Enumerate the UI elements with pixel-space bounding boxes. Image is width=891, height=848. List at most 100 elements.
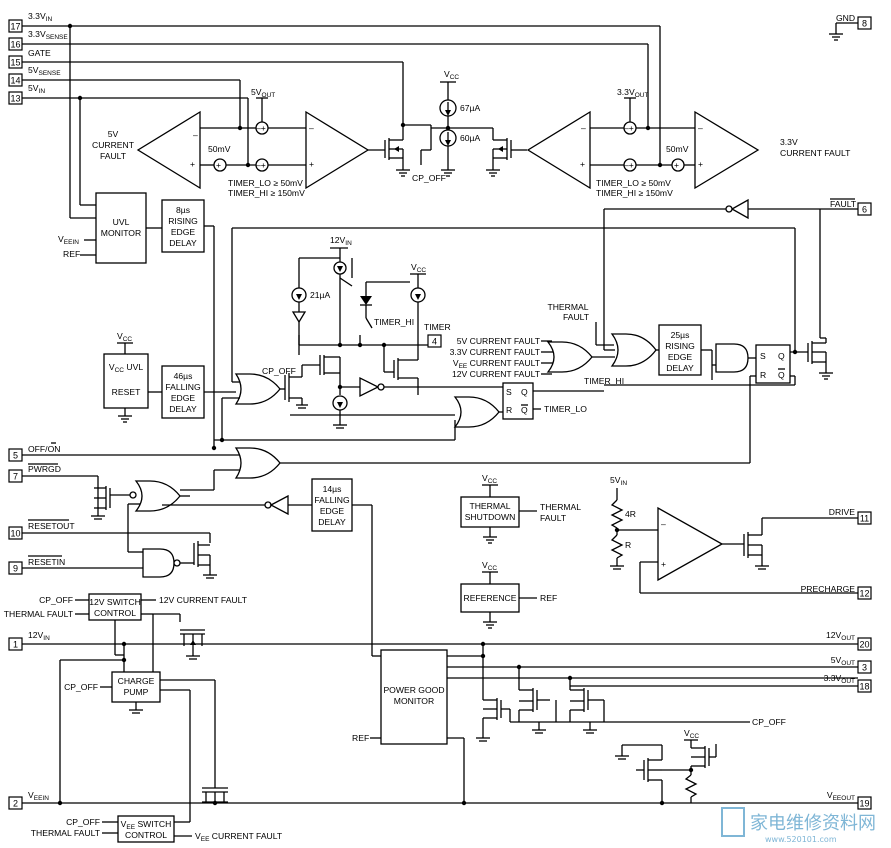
fault5v-line2: CURRENT — [92, 140, 135, 150]
svg-text:REFERENCE: REFERENCE — [463, 593, 516, 603]
svg-text:+: + — [216, 160, 221, 170]
pin-16-label: 3.3VSENSE — [28, 29, 68, 41]
pin-5-label: OFF/ON — [28, 444, 60, 454]
svg-text:DELAY: DELAY — [169, 404, 197, 414]
mv50-33v: 50mV — [666, 144, 689, 154]
pin-13-number: 13 — [10, 94, 20, 104]
svg-text:RISING: RISING — [665, 341, 695, 351]
pin-12-label: PRECHARGE — [801, 584, 856, 594]
amp-drive: – + — [657, 506, 724, 582]
vcc-timer: VCC — [411, 262, 426, 274]
nor-gate-pwrgd — [134, 480, 181, 512]
pin-3: 3 5VOUT — [831, 655, 872, 674]
fault5v-line1: 5V — [108, 129, 119, 139]
svg-text:20: 20 — [859, 640, 869, 650]
pin-6-label: FAULT — [830, 199, 857, 209]
pin-1-label: 12VIN — [28, 630, 50, 642]
pin-18-label: 3.3VOUT — [824, 673, 855, 685]
svg-text:EDGE: EDGE — [171, 393, 196, 403]
source-50mv-33v: + — [671, 158, 685, 172]
svg-text:Q: Q — [778, 370, 785, 380]
nmos-discharge-12v — [476, 698, 502, 742]
svg-text:EDGE: EDGE — [668, 352, 693, 362]
watermark-url: www.520101.com — [765, 835, 837, 844]
nmos-33v-gate — [486, 128, 512, 177]
nmos-timer — [393, 340, 419, 395]
svg-text:25µs: 25µs — [671, 330, 690, 340]
svg-text:11: 11 — [860, 514, 869, 524]
svg-text:19: 19 — [859, 799, 869, 809]
svg-text:+: + — [309, 159, 314, 169]
svg-text:6: 6 — [862, 205, 867, 215]
fault5v-line3: FAULT — [100, 151, 127, 161]
v12in-timer: 12VIN — [330, 235, 352, 247]
pin-16-number: 16 — [10, 40, 20, 50]
pin-18: 18 3.3VOUT — [824, 673, 872, 693]
svg-text:–: – — [193, 130, 198, 140]
svg-text:+: + — [190, 159, 195, 169]
svg-text:+: + — [661, 559, 666, 569]
svg-text:5: 5 — [13, 451, 18, 461]
svg-text:VCC UVL: VCC UVL — [109, 362, 143, 374]
svg-text:CHARGE: CHARGE — [118, 676, 155, 686]
timer-hi-switch: TIMER_HI — [374, 317, 414, 327]
nmos-pwrgd — [91, 486, 111, 520]
cp-off-12v: CP_OFF — [39, 595, 73, 605]
pin-10: 10 RESETOUT — [8, 519, 75, 540]
svg-text:SHUTDOWN: SHUTDOWN — [465, 512, 516, 522]
fi-5v: 5V CURRENT FAULT — [457, 336, 541, 346]
v5in-drive: 5VIN — [610, 475, 627, 487]
watermark: 家电维修资料网 www.520101.com — [721, 807, 876, 844]
watermark-text: 家电维修资料网 — [750, 813, 876, 834]
delay-8us-block: 8µs RISING EDGE DELAY — [161, 199, 205, 253]
cp-off-pump: CP_OFF — [64, 682, 98, 692]
svg-text:DELAY: DELAY — [169, 238, 197, 248]
pin-14-label: 5VSENSE — [28, 65, 61, 77]
svg-text:–+: –+ — [624, 123, 634, 133]
timer-lo-33v: TIMER_LO ≥ 50mV — [596, 178, 671, 188]
vcc-thermal: VCC — [482, 473, 497, 485]
or-gate-left — [234, 373, 281, 405]
svg-text:4: 4 — [432, 337, 437, 347]
svg-text:18: 18 — [859, 682, 869, 692]
pin-2: 2 VEEIN — [8, 790, 49, 810]
svg-text:CONTROL: CONTROL — [94, 608, 136, 618]
svg-text:CONTROL: CONTROL — [125, 830, 167, 840]
cp-off-gate: CP_OFF — [412, 173, 446, 183]
mv50-5v: 50mV — [208, 144, 231, 154]
svg-text:Q: Q — [778, 351, 785, 361]
svg-text:+: + — [698, 159, 703, 169]
tf-or-2: FAULT — [563, 312, 590, 322]
timer-hi-label: TIMER_HI — [584, 376, 624, 386]
or-gate-timer — [453, 396, 500, 428]
i21: 21µA — [310, 290, 331, 300]
source-50mv-5v: + — [213, 158, 227, 172]
vcc-uvl-top: VCC — [117, 331, 132, 343]
pin-17-number: 17 — [10, 22, 20, 32]
cp-off-timer: CP_OFF — [262, 366, 296, 376]
source-timer-5v: –+ — [255, 158, 269, 172]
pin-8: 8 GND — [829, 13, 872, 41]
pin-11: 11 DRIVE — [829, 507, 872, 525]
svg-text:3: 3 — [862, 663, 867, 673]
svg-text:VEE SWITCH: VEE SWITCH — [121, 819, 172, 831]
nmos-discharge-5v — [518, 688, 550, 734]
svg-text:–: – — [309, 123, 314, 133]
label-33vout: 3.3VOUT — [617, 87, 648, 99]
tf-or-1: THERMAL — [547, 302, 588, 312]
vcc-bias: VCC — [684, 728, 699, 740]
pin-15-label: GATE — [28, 48, 51, 58]
svg-text:+: + — [674, 160, 679, 170]
i67: 67µA — [460, 103, 481, 113]
ref-uvl: REF — [63, 249, 80, 259]
svg-text:8µs: 8µs — [176, 205, 190, 215]
ref-out: REF — [540, 593, 557, 603]
svg-text:DELAY: DELAY — [666, 363, 694, 373]
svg-text:1: 1 — [13, 640, 18, 650]
pin-5: 5 OFF/ON — [8, 442, 60, 462]
reference-block: REFERENCE — [460, 583, 520, 613]
nmos-resetout — [193, 541, 217, 579]
label-5vout: 5VOUT — [251, 87, 275, 99]
delay-14us-block: 14µs FALLING EDGE DELAY — [311, 478, 353, 532]
veein-uvl: VEEIN — [58, 234, 79, 246]
